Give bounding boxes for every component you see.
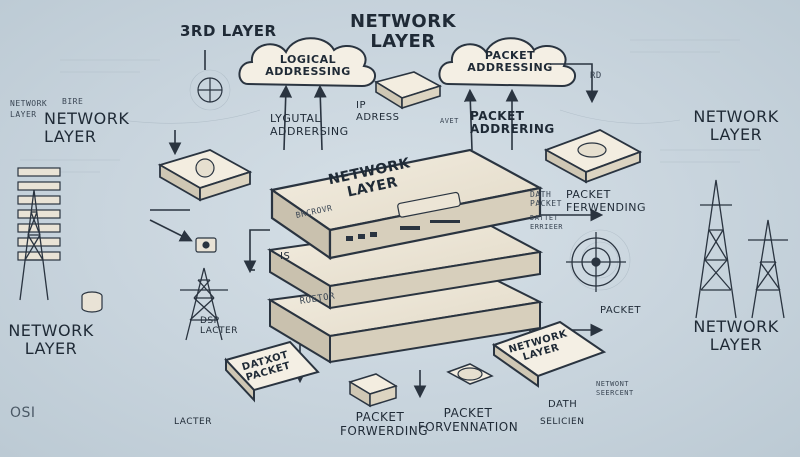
label-mid-box: IS (280, 251, 291, 262)
label-third-layer: 3RD LAYER (180, 22, 277, 40)
label-dsp-lacter: DSP LACTER (200, 316, 238, 336)
label-rd: RD (590, 71, 602, 81)
card-network-layer (491, 320, 607, 388)
label-left-small-network-layer: NETWORK LAYER (10, 99, 48, 119)
left-server-rack (17, 167, 61, 261)
tower-left-lower-icon (180, 267, 228, 341)
label-avet: AVET (440, 117, 459, 125)
tower-right-short-icon (748, 219, 788, 319)
label-right-network-layer-top: NETWORK LAYER (693, 107, 779, 144)
label-ip-adress: IP ADRESS (356, 100, 400, 123)
label-left-bottom-network-layer: NETWORK LAYER (8, 321, 94, 358)
device-right-top (543, 129, 643, 184)
device-top-center (373, 71, 443, 110)
label-packet-forwerding: PACKET FORWERDING (340, 410, 429, 438)
label-right-network-layer-bottom: NETWORK LAYER (693, 317, 779, 354)
router-stack-top (269, 148, 544, 261)
label-dath-bottom: DATH (548, 399, 578, 410)
left-globe-icon (197, 77, 223, 103)
device-left-top (157, 149, 253, 202)
label-packet-addrering: PACKET ADDRERING (470, 109, 555, 136)
tower-left-upper-icon (19, 189, 49, 301)
label-dattet-errieer: DATTET ERRIEER (530, 214, 564, 231)
radar-target-icon (566, 232, 626, 292)
cloud-logical-addressing (238, 37, 376, 88)
label-cloud-logical-addressing: LOGICAL ADDRESSING (265, 53, 351, 78)
card-datxot-packet (224, 340, 320, 403)
label-lacter: LACTER (174, 417, 212, 427)
device-bottom-center-small (446, 363, 494, 385)
label-top-left-small: BIRE (62, 97, 84, 106)
label-dath-packet: DATH PACKET (530, 190, 562, 208)
cloud-packet-addressing (438, 37, 576, 88)
label-network-seercent: NETWONT SEERCENT (596, 380, 634, 397)
label-osi: OSI (10, 405, 36, 421)
label-lygutal-addrersing: LYGUTAL ADDRERSING (270, 112, 349, 138)
tower-right-tall-icon (695, 179, 737, 319)
label-selicien: SELICIEN (540, 417, 585, 427)
label-network-layer-title: NETWORK LAYER (349, 11, 457, 52)
label-cloud-packet-addressing: PACKET ADDRESSING (467, 49, 553, 74)
label-packet-ferwending: PACKET FERWENDING (566, 188, 646, 214)
label-left-network-layer: NETWORK LAYER (44, 109, 130, 146)
label-packet-right: PACKET (600, 305, 642, 316)
label-packet-forvennation: PACKET FORVENNATION (417, 406, 519, 434)
background-sketch-lines (20, 39, 760, 291)
device-bottom-left-small (348, 373, 398, 408)
chip-icon-left (195, 237, 217, 253)
disk-icon (81, 291, 103, 313)
